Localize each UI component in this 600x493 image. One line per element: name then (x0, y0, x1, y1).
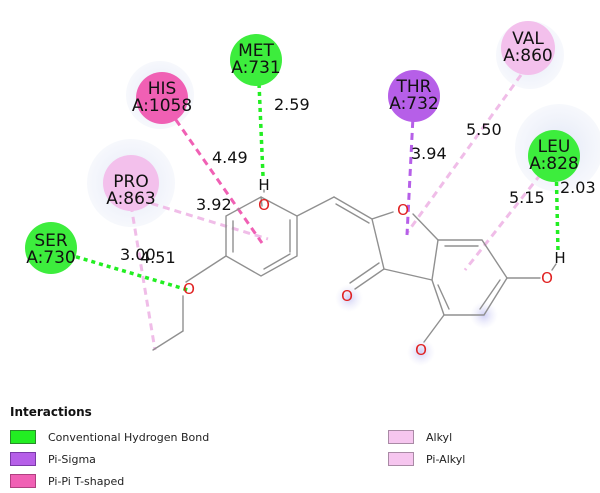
bond-o-c7a (412, 213, 439, 241)
atom-o-ketone: O (341, 287, 353, 305)
leu-disc (528, 130, 580, 182)
distance-val: 5.50 (466, 120, 502, 139)
benzo-double-2 (479, 279, 501, 310)
residue-leu: LEU A:828 (528, 130, 580, 182)
residue-his: HIS A:1058 (132, 72, 192, 124)
residue-val: VAL A:860 (501, 21, 555, 75)
val-disc (501, 21, 555, 75)
residue-met: MET A:731 (230, 34, 282, 86)
bond-c2-c3 (371, 218, 385, 270)
legend-label-pi-sigma: Pi-Sigma (48, 452, 96, 466)
legend-item-pi-sigma: Pi-Sigma (10, 451, 96, 467)
thr-id: A:732 (389, 94, 439, 114)
o-bottom-halo (407, 338, 435, 366)
bond-c3-o-2 (349, 262, 380, 284)
leu-name: LEU (538, 137, 571, 157)
atom-labels: O H O O O O O H (183, 176, 566, 359)
residues: MET A:731 HIS A:1058 PRO A:863 SER A:730… (25, 21, 580, 274)
ser-id: A:730 (26, 248, 76, 268)
distance-leu-hbond: 2.03 (560, 178, 596, 197)
legend-item-alkyl: Alkyl (388, 429, 452, 445)
distance-his: 4.49 (212, 148, 248, 167)
pro-disc (103, 155, 159, 211)
leu-id: A:828 (529, 154, 579, 174)
atom-h-top: H (258, 176, 269, 194)
his-id: A:1058 (132, 96, 192, 116)
bond-ethyl-2 (152, 330, 184, 351)
legend-item-hbond: Conventional Hydrogen Bond (10, 429, 209, 445)
bond-oh-2 (551, 263, 557, 271)
legend-label-alkyl: Alkyl (426, 430, 453, 444)
legend-label-hbond: Conventional Hydrogen Bond (48, 430, 210, 444)
bond-c3-o (354, 268, 385, 290)
pro-name: PRO (113, 172, 148, 192)
distance-thr: 3.94 (411, 144, 447, 163)
val-name: VAL (512, 29, 544, 49)
residue-pro: PRO A:863 (103, 155, 159, 211)
atom-o-ether: O (183, 280, 195, 298)
atom-o-top: O (258, 196, 270, 214)
pro-id: A:863 (106, 189, 156, 209)
benzo-ring (431, 239, 508, 316)
atom-o-furan: O (397, 201, 409, 219)
pro-alkyl-line (139, 198, 269, 241)
residue-ser: SER A:730 (25, 222, 77, 274)
his-name: HIS (148, 79, 177, 99)
legend-item-pi-alkyl: Pi-Alkyl (388, 451, 465, 467)
legend-swatch-alkyl (388, 430, 414, 444)
interaction-diagram: O H O O O O O H MET A:731 HIS A:1058 PRO… (25, 21, 600, 366)
distance-labels: 2.59 4.49 3.92 3.00 4.51 3.94 5.50 5.15 … (120, 95, 596, 267)
distance-pro-2: 4.51 (140, 248, 176, 267)
legend-swatch-pipi (10, 474, 36, 488)
legend-swatch-hbond (10, 430, 36, 444)
met-disc (230, 34, 282, 86)
distance-met: 2.59 (274, 95, 310, 114)
atom-o-right: O (541, 269, 553, 287)
his-disc (136, 72, 188, 124)
legend-swatch-pi-alkyl (388, 452, 414, 466)
distance-pro-1: 3.92 (196, 195, 232, 214)
legend-label-pi-alkyl: Pi-Alkyl (426, 452, 466, 466)
ser-name: SER (34, 231, 68, 251)
residue-thr: THR A:732 (388, 70, 440, 122)
atom-h-right: H (554, 249, 565, 267)
ser-disc (25, 222, 77, 274)
legend-item-pipi: Pi-Pi T-shaped (10, 473, 124, 489)
atom-o-bottom: O (415, 341, 427, 359)
legend: Interactions Conventional Hydrogen Bond … (10, 405, 590, 490)
his-pipi-line (160, 99, 264, 244)
thr-disc (388, 70, 440, 122)
pro-alkyl-line-2 (129, 204, 157, 351)
o-ketone-halo (335, 284, 363, 312)
distance-leu-alkyl: 5.15 (509, 188, 545, 207)
thr-name: THR (396, 77, 432, 97)
bond-c3-c3a (383, 268, 433, 281)
bond-exo (333, 196, 373, 220)
interaction-lines (52, 59, 560, 351)
ligand-structure (152, 189, 557, 351)
met-name: MET (238, 41, 274, 61)
bond-o2 (185, 255, 227, 283)
met-id: A:731 (231, 58, 281, 78)
legend-swatch-pi-sigma (10, 452, 36, 466)
bond-exo-2 (335, 203, 370, 224)
legend-label-pipi: Pi-Pi T-shaped (48, 474, 125, 488)
val-id: A:860 (503, 46, 553, 66)
leu-alkyl-line (463, 164, 550, 271)
legend-title: Interactions (10, 405, 92, 419)
bond-vinyl (296, 196, 335, 217)
benzo-double-3 (437, 284, 450, 310)
bond-c4-o (423, 314, 445, 343)
bond-o1 (260, 196, 263, 207)
aryl-double-3 (263, 253, 291, 270)
bond-c2-o (371, 211, 394, 220)
distance-ser: 3.00 (120, 245, 156, 264)
val-alkyl-line (405, 74, 523, 234)
